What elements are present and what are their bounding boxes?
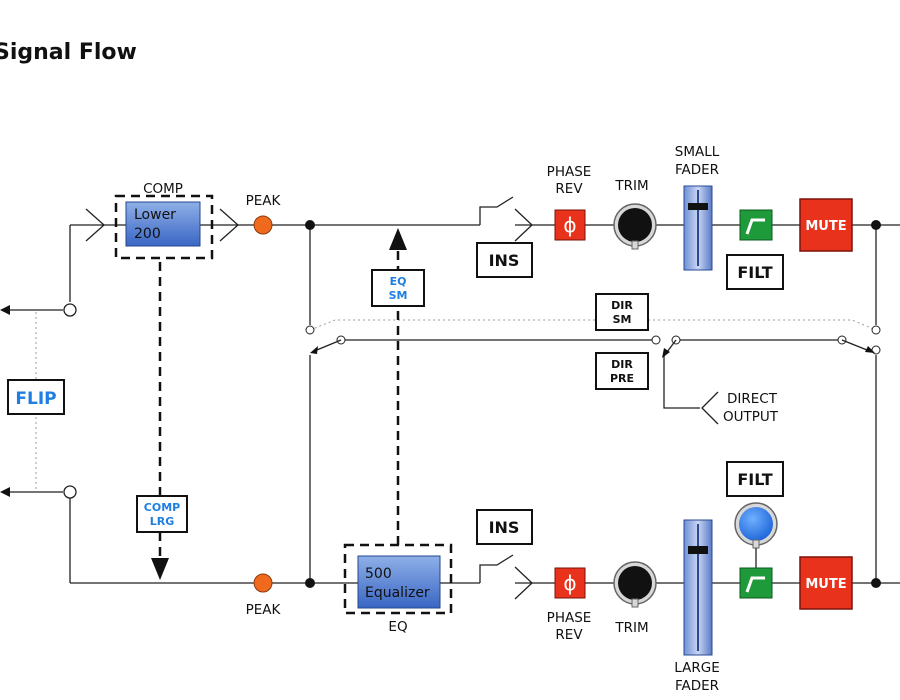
phase-rev-button-bottom[interactable]: ϕ — [554, 567, 586, 599]
high-pass-filter-icon — [745, 576, 765, 593]
small-fader-label-1: SMALL — [675, 144, 720, 160]
svg-text:MUTE: MUTE — [805, 577, 846, 592]
svg-text:PRE: PRE — [610, 372, 634, 385]
eq-sm-button[interactable]: EQ SM — [371, 269, 425, 307]
mute-button-bottom[interactable]: MUTE — [799, 556, 853, 610]
trim-knob-bottom[interactable] — [613, 561, 657, 608]
eq-module[interactable]: 500 Equalizer — [343, 543, 453, 615]
peak-indicator-top — [253, 215, 273, 235]
mute-button-top[interactable]: MUTE — [799, 198, 853, 252]
svg-text:MUTE: MUTE — [805, 219, 846, 234]
filt-button-bottom[interactable]: FILT — [726, 461, 784, 497]
eq-label: EQ — [388, 619, 407, 635]
page-title: Signal Flow — [0, 40, 137, 65]
peak-label-top: PEAK — [246, 193, 282, 209]
eq-link-arrow — [389, 228, 407, 250]
trim-label-bottom: TRIM — [614, 620, 648, 636]
fader-icon[interactable] — [688, 203, 708, 210]
peak-indicator-bottom — [253, 573, 273, 593]
phase-rev-label-bottom-2: REV — [555, 627, 583, 643]
left-output-arrow-top — [0, 305, 10, 315]
small-fader[interactable] — [683, 185, 713, 271]
svg-text:INS: INS — [489, 251, 520, 270]
phase-rev-label-top-2: REV — [555, 181, 583, 197]
filter-knob-bottom[interactable] — [734, 502, 778, 549]
svg-text:EQ: EQ — [390, 275, 407, 288]
svg-text:FLIP: FLIP — [15, 389, 56, 409]
wires — [8, 224, 900, 584]
filter-indicator-top[interactable] — [739, 209, 773, 241]
svg-text:FILT: FILT — [737, 263, 772, 282]
direct-output-label-1: DIRECT — [727, 391, 778, 407]
dir-pre-button[interactable]: DIR PRE — [595, 352, 649, 390]
high-pass-filter-icon — [745, 218, 765, 235]
comp-link-arrow — [151, 558, 169, 580]
comp-module[interactable]: Lower 200 — [85, 194, 239, 260]
insert-point-top — [479, 196, 533, 242]
large-fader-label-1: LARGE — [674, 660, 719, 676]
svg-text:DIR: DIR — [611, 358, 633, 371]
comp-line2: 200 — [134, 226, 161, 242]
large-fader[interactable] — [683, 519, 713, 656]
phase-rev-label-bottom-1: PHASE — [547, 610, 592, 626]
comp-lrg-button[interactable]: COMP LRG — [136, 495, 188, 533]
filt-button-top[interactable]: FILT — [726, 254, 784, 290]
junctions — [63, 220, 881, 588]
large-fader-label-2: FADER — [675, 678, 719, 694]
comp-line1: Lower — [134, 207, 176, 223]
svg-text:SM: SM — [389, 289, 408, 302]
phase-rev-label-top-1: PHASE — [547, 164, 592, 180]
fader-icon[interactable] — [688, 546, 708, 554]
left-output-arrow-bottom — [0, 487, 10, 497]
flip-button[interactable]: FLIP — [7, 379, 65, 415]
small-fader-label-2: FADER — [675, 162, 719, 178]
svg-text:INS: INS — [489, 518, 520, 537]
trim-knob-top[interactable] — [613, 203, 657, 250]
svg-text:COMP: COMP — [144, 501, 180, 514]
eq-line2: Equalizer — [365, 585, 430, 601]
peak-label-bottom: PEAK — [246, 602, 282, 618]
svg-text:DIR: DIR — [611, 299, 633, 312]
phase-rev-button-top[interactable]: ϕ — [554, 209, 586, 241]
ins-button-bottom[interactable]: INS — [476, 509, 533, 545]
eq-line1: 500 — [365, 566, 392, 582]
insert-point-bottom — [479, 554, 533, 600]
svg-text:FILT: FILT — [737, 470, 772, 489]
switch-arms[interactable] — [310, 339, 875, 358]
trim-label-top: TRIM — [614, 178, 648, 194]
dir-sm-button[interactable]: DIR SM — [595, 293, 649, 331]
phase-invert-icon: ϕ — [563, 213, 576, 237]
filter-indicator-bottom[interactable] — [739, 567, 773, 599]
svg-text:LRG: LRG — [150, 515, 175, 528]
direct-output-label-2: OUTPUT — [723, 409, 779, 425]
phase-invert-icon: ϕ — [563, 571, 576, 595]
svg-text:SM: SM — [613, 313, 632, 326]
ins-button-top[interactable]: INS — [476, 242, 533, 278]
comp-label: COMP — [143, 181, 183, 197]
direct-output-jack — [701, 391, 719, 425]
